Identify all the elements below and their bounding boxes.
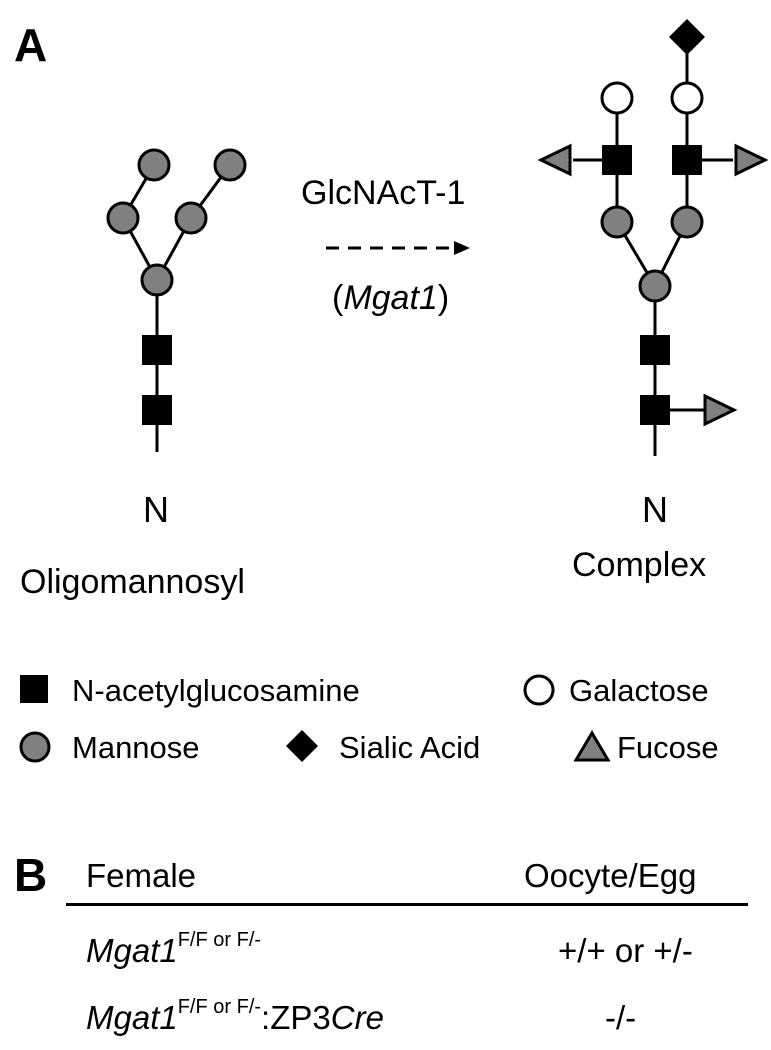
panel-b-label: B bbox=[14, 849, 48, 901]
glcnac-symbol bbox=[640, 335, 670, 365]
legend-label-galactose: Galactose bbox=[569, 673, 709, 708]
header-female: Female bbox=[86, 857, 197, 894]
galactose-symbol bbox=[670, 81, 704, 115]
row-2-allele: F/F or F/- bbox=[177, 996, 262, 1018]
row-2-female: Mgat1F/F or F/-:ZP3Cre bbox=[86, 997, 384, 1036]
legend-mannose-symbol bbox=[19, 731, 51, 763]
fucose-symbol bbox=[537, 143, 572, 177]
gene-name: Mgat1 bbox=[343, 279, 438, 317]
mannose-symbol bbox=[600, 205, 634, 239]
legend-fucose-symbol bbox=[573, 730, 611, 762]
left-glycan-residues bbox=[106, 148, 247, 425]
legend-label-fucose: Fucose bbox=[617, 730, 719, 765]
right-structure-name: Complex bbox=[572, 546, 707, 584]
left-anchor-label: N bbox=[143, 489, 169, 530]
glcnac-symbol bbox=[672, 145, 702, 175]
enzyme-label: GlcNAcT-1 bbox=[301, 174, 466, 212]
legend-galactose-symbol bbox=[523, 674, 555, 706]
right-glycan-bonds bbox=[573, 37, 733, 456]
row-1-genotype: +/+ or +/- bbox=[558, 932, 693, 969]
glcnac-symbol bbox=[640, 395, 670, 425]
left-glycan-bonds bbox=[121, 164, 232, 452]
legend-glcnac-symbol bbox=[20, 675, 48, 703]
fucose-symbol bbox=[703, 393, 738, 427]
legend-symbols bbox=[19, 674, 611, 763]
table-header-rule bbox=[66, 903, 748, 906]
right-anchor-label: N bbox=[642, 489, 668, 530]
glcnac-symbol bbox=[142, 335, 172, 365]
mannose-symbol bbox=[213, 148, 247, 182]
row-1-gene: Mgat1 bbox=[86, 932, 178, 969]
panel-a-label: A bbox=[14, 19, 48, 71]
sialic-acid-symbol bbox=[669, 19, 705, 55]
row-1-allele: F/F or F/- bbox=[177, 929, 262, 951]
mannose-symbol bbox=[106, 201, 140, 235]
mannose-symbol bbox=[137, 148, 171, 182]
legend-label-sialic-acid: Sialic Acid bbox=[339, 730, 481, 765]
galactose-symbol bbox=[600, 81, 634, 115]
glycan-diagram bbox=[106, 19, 769, 456]
gene-label: (Mgat1) bbox=[332, 281, 449, 315]
legend-label-glcnac: N-acetylglucosamine bbox=[72, 673, 360, 708]
mannose-symbol bbox=[174, 201, 208, 235]
fucose-symbol bbox=[734, 143, 769, 177]
row-1-female: Mgat1F/F or F/- bbox=[86, 930, 261, 969]
legend-label-mannose: Mannose bbox=[72, 730, 200, 765]
glcnac-symbol bbox=[142, 395, 172, 425]
row-2-gene: Mgat1 bbox=[86, 999, 178, 1036]
gene-paren-close: ) bbox=[437, 279, 450, 317]
mannose-symbol bbox=[140, 263, 174, 297]
reaction-arrow bbox=[326, 241, 470, 255]
right-glycan-residues bbox=[537, 19, 769, 427]
glcnac-symbol bbox=[602, 145, 632, 175]
mannose-symbol bbox=[670, 205, 704, 239]
legend-sialic-acid-symbol bbox=[286, 730, 318, 762]
row-2-suffix: :ZP3 bbox=[261, 999, 331, 1036]
gene-paren-open: ( bbox=[332, 279, 344, 317]
row-2-genotype: -/- bbox=[605, 999, 637, 1036]
mannose-symbol bbox=[638, 269, 672, 303]
header-oocyte: Oocyte/Egg bbox=[524, 857, 697, 894]
left-structure-name: Oligomannosyl bbox=[20, 563, 245, 601]
row-2-suffix-italic: Cre bbox=[330, 999, 384, 1036]
